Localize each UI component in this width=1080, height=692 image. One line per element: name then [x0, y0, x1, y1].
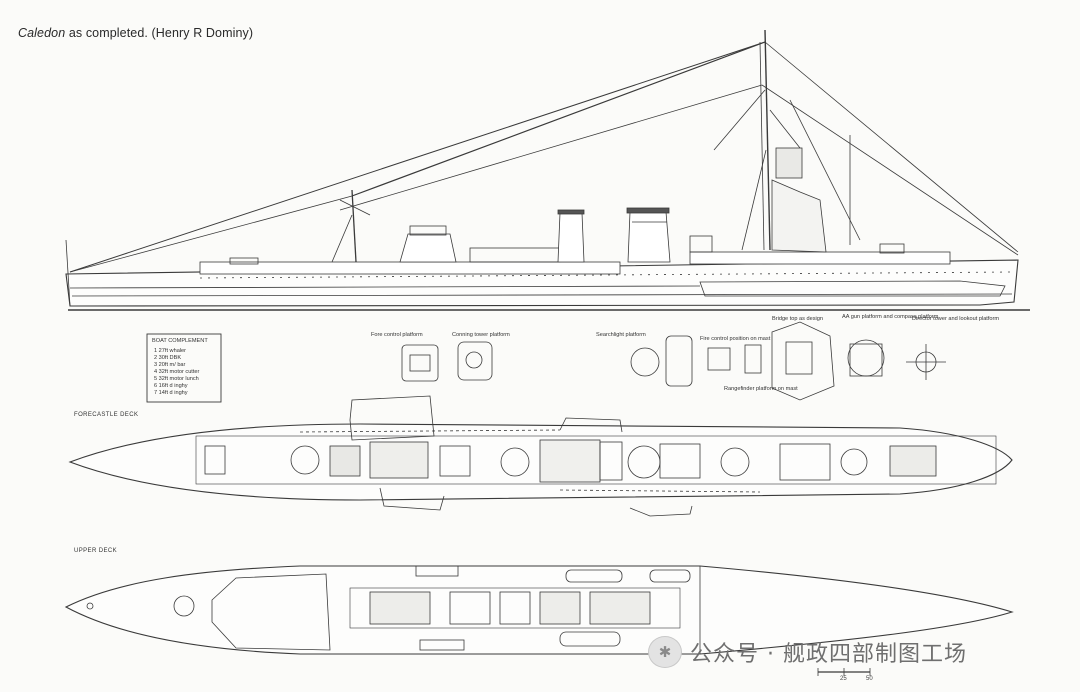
- scale-mid-label: 25: [840, 676, 847, 682]
- aa-platform-label: AA gun platform and compass platform: [842, 314, 939, 320]
- conning-tower-label: Conning tower platform: [452, 332, 510, 338]
- fire-control-label: Fire control position on mast: [700, 336, 771, 342]
- boat-row: 2 30ft DBK: [154, 355, 181, 361]
- director-label: Director tower and lookout platform: [912, 316, 999, 322]
- watermark-text: 公众号 · 舰政四部制图工场: [690, 642, 967, 667]
- scale-end-label: 50: [866, 676, 873, 682]
- watermark: ✱ 公众号 · 舰政四部制图工场: [648, 636, 967, 668]
- wechat-icon: ✱: [648, 636, 682, 668]
- caption-ship-name: Caledon: [18, 26, 66, 40]
- boat-table-title: BOAT COMPLEMENT: [152, 338, 208, 344]
- boat-row: 6 16ft d inghy: [154, 383, 188, 389]
- upper-deck-plan: [64, 565, 1014, 655]
- side-elevation: [65, 29, 1030, 311]
- range-finder-label: Rangefinder platform on mast: [724, 386, 798, 392]
- boat-row: 5 32ft motor lunch: [154, 376, 199, 382]
- scale-bar: [817, 668, 871, 676]
- drawing-caption: Caledon as completed. (Henry R Dominy): [18, 26, 253, 40]
- caption-rest: as completed. (Henry R Dominy): [65, 26, 254, 40]
- bridge-top-label: Bridge top as design: [772, 316, 823, 322]
- forecastle-deck-plan: [68, 395, 1013, 517]
- searchlight-label: Searchlight platform: [596, 332, 646, 338]
- boat-complement-table: [146, 333, 222, 403]
- upper-deck-label: UPPER DECK: [74, 548, 117, 554]
- boat-row: 7 14ft d inghy: [154, 390, 188, 396]
- boat-row: 3 20ft m/ bar: [154, 362, 186, 368]
- forecastle-deck-label: FORECASTLE DECK: [74, 412, 138, 418]
- fore-control-label: Fore control platform: [371, 332, 423, 338]
- platform-detail-sketches: [401, 321, 946, 401]
- boat-row: 4 32ft motor cutter: [154, 369, 200, 375]
- boat-row: 1 27ft whaler: [154, 348, 186, 354]
